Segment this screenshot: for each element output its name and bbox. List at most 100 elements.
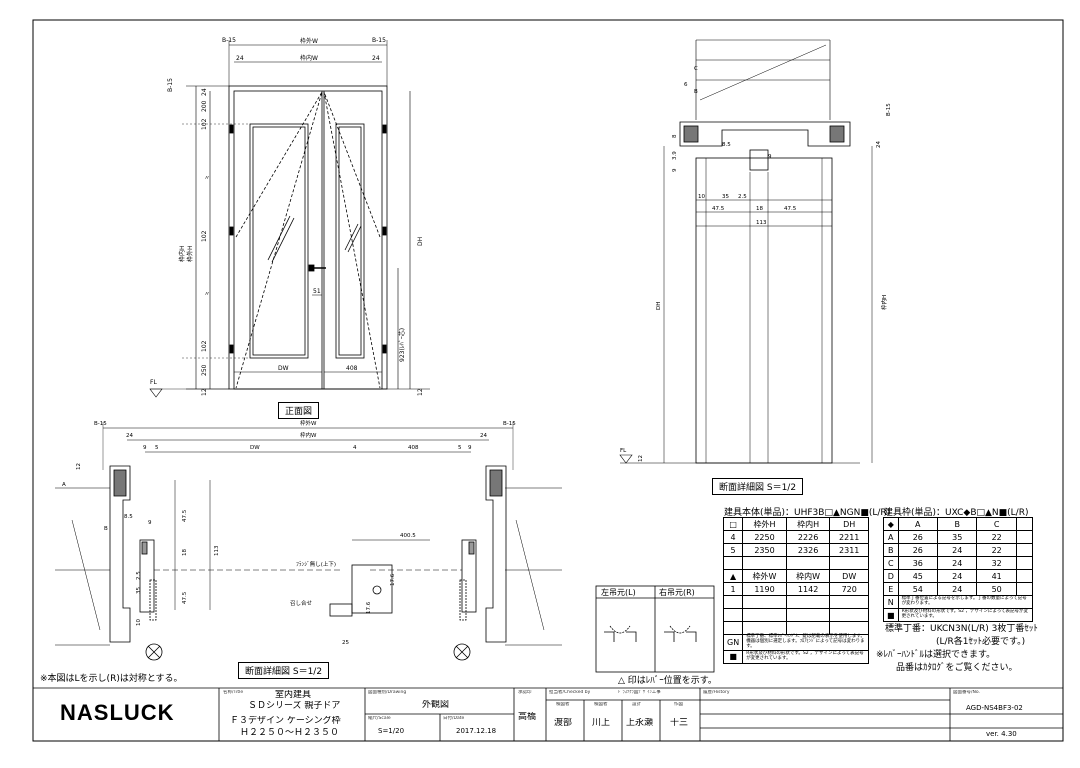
sheet-border: [32, 19, 1064, 742]
body-gn: GN: [722, 634, 744, 651]
plan-frame-left: [109, 465, 131, 643]
plan-9a: 9: [143, 445, 147, 451]
plan-A: A: [62, 482, 66, 488]
vs-dh: DH: [656, 302, 662, 310]
body-table: □ 枠外H 枠内H DH 4 2250 2226 2211 5 2350 232…: [722, 517, 869, 664]
vs-6: 6: [684, 82, 688, 88]
front-right-12: 12: [417, 388, 424, 396]
vs-head-casing-l: [683, 125, 699, 143]
table-cell: [785, 621, 831, 635]
tb-sub-label-2: 検図者: [594, 702, 608, 707]
sub-leaf-panel-inner: [338, 126, 362, 356]
frame-header: ◆ A B C: [883, 517, 1034, 531]
body-header-1: □ 枠外H 枠内H DH: [722, 517, 869, 531]
plan-5b: 5: [458, 445, 462, 451]
front-side-x1: 〃: [204, 175, 210, 182]
plan-flange: ﾌﾗﾝｼﾞ無し(上下): [296, 560, 336, 568]
table-cell: [722, 595, 744, 609]
lever-select-note: ※ﾚﾊﾞｰﾊﾝﾄﾞﾙは選択できます。: [876, 650, 996, 660]
vs-35: 35: [722, 194, 729, 200]
table-cell: 26: [897, 543, 939, 557]
body-h2-1: 枠外W: [742, 569, 787, 583]
front-side-102b: 102: [201, 230, 208, 242]
vs-head-casing-r: [829, 125, 845, 143]
front-side-b15: B-15: [167, 78, 174, 92]
tb-drawing-value: 外観図: [422, 700, 450, 710]
hinge-r-symbol: [664, 631, 697, 642]
hinge-l-arc: [609, 625, 631, 634]
tb-history-label: 履歴/History: [703, 690, 730, 695]
vs-25: 2.5: [738, 194, 747, 200]
main-leaf-panel-inner: [252, 126, 306, 356]
hinge-4: [382, 124, 387, 134]
tb-check-label: 担当者/Checked by: [549, 690, 591, 695]
plan-leaf-right: [461, 539, 477, 613]
vs-18: 18: [756, 206, 763, 212]
front-24-left: 24: [236, 55, 244, 62]
main-leaf-panel: [249, 123, 309, 359]
plan-inner-w: 枠内W: [300, 431, 317, 439]
plan-18: 18: [182, 549, 188, 556]
plan-hinge-left: [145, 643, 163, 661]
table-row: B 26 24 22: [883, 543, 1034, 557]
front-inner-h: 枠内H: [178, 245, 186, 262]
plan-b15-l: B-15: [94, 421, 107, 427]
table-row: [722, 608, 869, 622]
wall-r-diag: [515, 519, 545, 631]
vs-9: 9: [768, 154, 772, 160]
table-row: A 26 35 22: [883, 530, 1034, 544]
table-cell: 1142: [785, 582, 831, 596]
table-row: E 54 24 50: [883, 582, 1034, 596]
plan-dim-texts: B-15 B-15 枠外W 枠内W 24 24 9 5 DW 4 408 5 9…: [62, 419, 516, 646]
vs-dim-texts: C B 6 8.5 9 8 3.9 9 B-15 24 10 35 2.5 47…: [620, 66, 892, 462]
vs-9b: 9: [672, 168, 678, 172]
frame-sq: ■: [883, 608, 899, 622]
plan-hinge-right-x2: [455, 645, 469, 659]
plan-113: 113: [214, 545, 220, 556]
plan-85: 8.5: [124, 514, 133, 520]
frame-h-0: ◆: [883, 517, 899, 531]
front-side-x2: 〃: [204, 291, 210, 298]
glass-mark-4: [347, 225, 362, 253]
table-cell: 720: [829, 582, 869, 596]
plan-4: 4: [353, 445, 357, 451]
lever-handle: [308, 264, 315, 272]
tb-design: Ｆ３デザイン ケーシング枠: [230, 716, 341, 726]
frame-n-note: 標準丁番位置による記号を示します。丁番の数量によって記号が変わります。: [897, 595, 1034, 609]
vs-12: 12: [638, 455, 644, 462]
plan-4005: 400.5: [400, 533, 416, 539]
frame-n: N: [883, 595, 899, 609]
table-cell: [785, 556, 831, 570]
table-row: [722, 621, 869, 635]
table-cell: 24: [936, 543, 978, 557]
table-cell: 2211: [829, 530, 869, 544]
table-cell: 2226: [785, 530, 831, 544]
front-408: 408: [346, 365, 358, 372]
table-cell: [1015, 556, 1034, 570]
body-sq: ■: [722, 649, 744, 664]
plan-25b: 25: [342, 640, 349, 646]
tb-person-4: 十三: [670, 718, 689, 728]
table-cell: [722, 556, 744, 570]
plan-475b: 47.5: [182, 591, 188, 604]
vs-fl: FL: [620, 448, 627, 454]
hinge-left-label: 左吊元(L): [601, 587, 636, 597]
table-cell: C: [883, 556, 899, 570]
tb-sub-label-1: 検図者: [556, 702, 570, 707]
front-side-250: 250: [201, 364, 208, 376]
table-cell: 5: [722, 543, 744, 557]
plan-408: 408: [408, 445, 419, 451]
plan-leaf-left-edge: [141, 541, 148, 555]
hinge-direction-box: [595, 585, 715, 673]
vs-door-leaf: [695, 157, 833, 464]
nasluck-logo: NASLUCK: [60, 700, 175, 725]
table-cell: [722, 608, 744, 622]
table-row: 5 2350 2326 2311: [722, 543, 869, 557]
body-gn-row: GN 標準丁番、標準ﾚﾊﾞｰﾊﾝﾄﾞﾙ、錠は記載の表示を使用します。機器は個別に…: [722, 634, 869, 651]
table-cell: [829, 556, 869, 570]
hinge-1: [229, 124, 234, 134]
frame-sq-row: ■ R形状及び材料の形状です。S2 ，デザインによって表記号が変更されています。: [883, 608, 1034, 622]
vs-B: B: [694, 89, 698, 95]
table-cell: 32: [976, 556, 1017, 570]
plan-b15-r: B-15: [503, 421, 516, 427]
